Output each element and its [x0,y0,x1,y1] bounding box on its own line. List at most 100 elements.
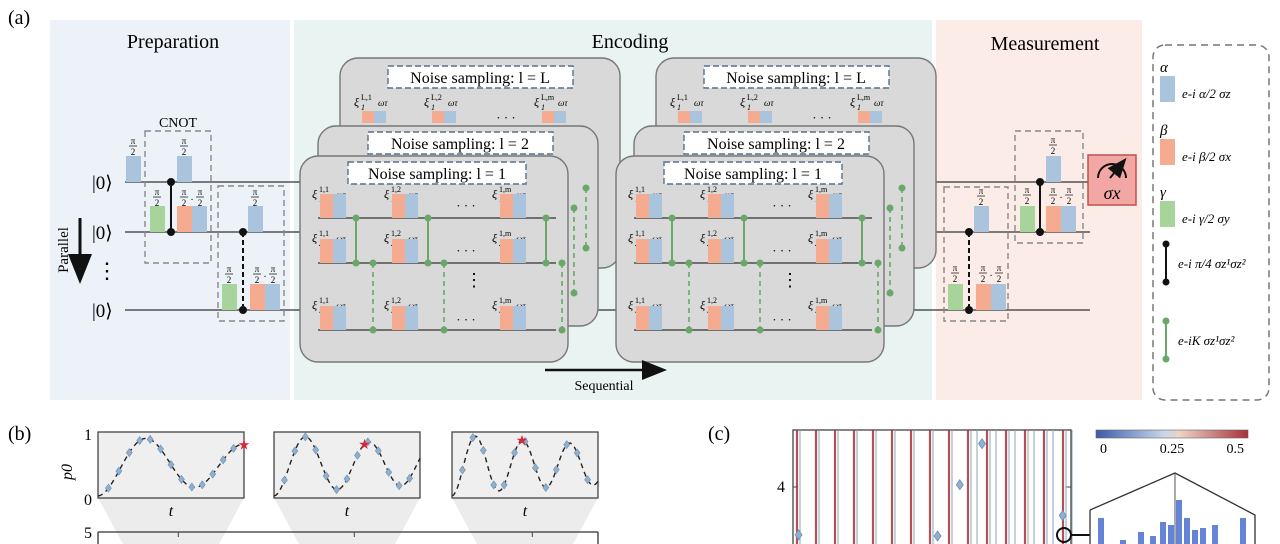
subplot-frame [273,431,421,499]
control-dot [886,289,894,297]
ellipsis: · · · [456,243,476,258]
control-dot [874,259,882,267]
angle-label: π2 [1023,185,1031,206]
histogram-bar [1240,518,1246,544]
data-point [333,485,340,495]
ytick-4: 4 [777,479,785,496]
angle-label: π2 [180,136,188,157]
data-point [230,443,237,453]
angle-label: π2 [129,136,137,157]
legend-symbol: γ [1160,185,1167,201]
encoding-title: Encoding [592,31,669,53]
angle-numerator: π [253,187,258,197]
colorbar-tick: 0.25 [1160,442,1185,457]
angle-numerator: π [979,186,984,196]
xi-symbol: ξ [312,231,318,245]
data-point [219,455,227,465]
subplot-3: ★t [451,431,599,520]
beta-gate [636,239,649,263]
angle-label: π2 [995,263,1003,284]
data-point [374,446,382,456]
legend-item-ising: e-iK σz¹σz² [1162,317,1235,363]
panel-label-c: (c) [708,423,730,445]
star-marker: ★ [516,434,529,449]
xi-superscript: 1,1 [635,229,645,238]
data-point [167,460,175,470]
data-point [281,475,288,485]
xi-omega-tau: ωτ [874,98,884,108]
noise-label-box [367,131,554,155]
control-dot [1036,228,1044,236]
angle-numerator: π [1051,135,1056,145]
control-dot [440,326,448,334]
alpha-gate [554,111,566,123]
data-point [146,434,154,444]
data-point [532,463,539,473]
control-dot [898,184,906,192]
gamma-gate [222,284,237,310]
xi-symbol: ξ [628,231,634,245]
legend-swatch-gamma [1160,201,1175,227]
alpha-gate [126,156,141,182]
alpha-gate [760,111,772,123]
xi-symbol: ξ [850,95,856,109]
angle-numerator: π [953,263,958,273]
ellipsis: · · · [496,110,516,125]
angle-numerator: π [155,187,160,197]
histogram-bar [1120,540,1126,544]
beta-gate [816,239,829,263]
ytick-0: 0 [84,492,92,509]
data-point [500,480,508,490]
legend-formula: e-iK σz¹σz² [1178,333,1235,348]
xi-superscript: L,1 [677,93,688,102]
vertical-ellipsis: ⋮ [465,270,483,290]
alpha-gate [333,239,346,263]
xi-superscript: 1,m [499,229,512,238]
angle-numerator: π [271,264,276,274]
beta-gate [320,306,333,330]
control-dot [740,214,748,222]
alpha-gate [405,306,418,330]
beta-gate [320,239,333,263]
alpha-gate [333,194,346,218]
cnot-box [1014,130,1084,244]
histogram-bar [1150,536,1156,544]
data-point [301,432,309,442]
angle-denominator: 2 [131,147,136,157]
angle-label: π2 [977,186,985,207]
control-dot [558,259,566,267]
xi-superscript: 1,1 [319,296,329,305]
control-dot [558,326,566,334]
sequential-label: Sequential [574,379,633,394]
xi-symbol: ξ [700,187,706,201]
noise-label-box [663,161,843,185]
xi-superscript: L,m [541,93,555,102]
xi-superscript: L,2 [431,93,442,102]
cnot-label: CNOT [159,116,198,131]
alpha-gate [974,206,989,232]
data-point [490,480,498,490]
legend-formula: e-i β/2 σx [1182,149,1231,164]
angle-denominator: 2 [979,197,984,207]
xi-symbol: ξ [700,298,706,312]
angle-numerator: π [198,187,203,197]
alpha-gate [444,111,456,123]
control-dot [239,306,247,314]
beta-gate [500,306,513,330]
angle-label: π2 [251,187,259,208]
xi-symbol: ξ [384,187,390,201]
xi-subscript: 1 [431,103,435,112]
angle-label: π2 [225,264,233,285]
data-point [209,469,217,479]
xlabel-t: t [345,503,350,520]
noise-label-L: Noise sampling: l = L [410,70,550,87]
angle-denominator: 2 [1051,196,1056,206]
data-point [584,475,591,485]
control-dot [582,244,590,252]
xi-symbol: ξ [384,231,390,245]
control-dot [1162,240,1170,248]
